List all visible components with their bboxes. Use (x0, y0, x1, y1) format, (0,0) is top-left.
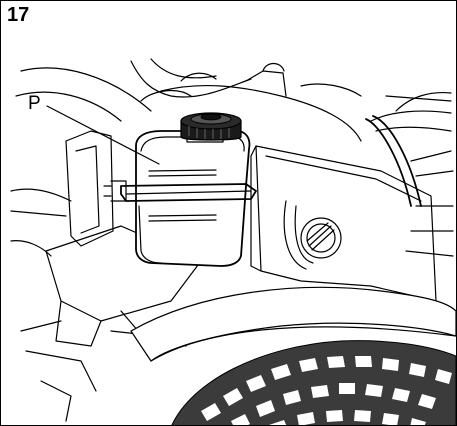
part-p-leader-line (46, 105, 160, 165)
part-label-p: P (28, 93, 41, 114)
left-frame-lines (10, 130, 202, 422)
brake-fluid-reservoir-icon (103, 130, 257, 267)
body-panel-lines (15, 58, 454, 257)
wheel-arch (130, 286, 456, 362)
reservoir-cap-icon (180, 112, 242, 143)
wheel-tire-icon (171, 340, 456, 425)
support-bracket (250, 145, 437, 302)
figure-number: 17 (7, 4, 30, 26)
bracket-bolt-icon (300, 217, 342, 259)
